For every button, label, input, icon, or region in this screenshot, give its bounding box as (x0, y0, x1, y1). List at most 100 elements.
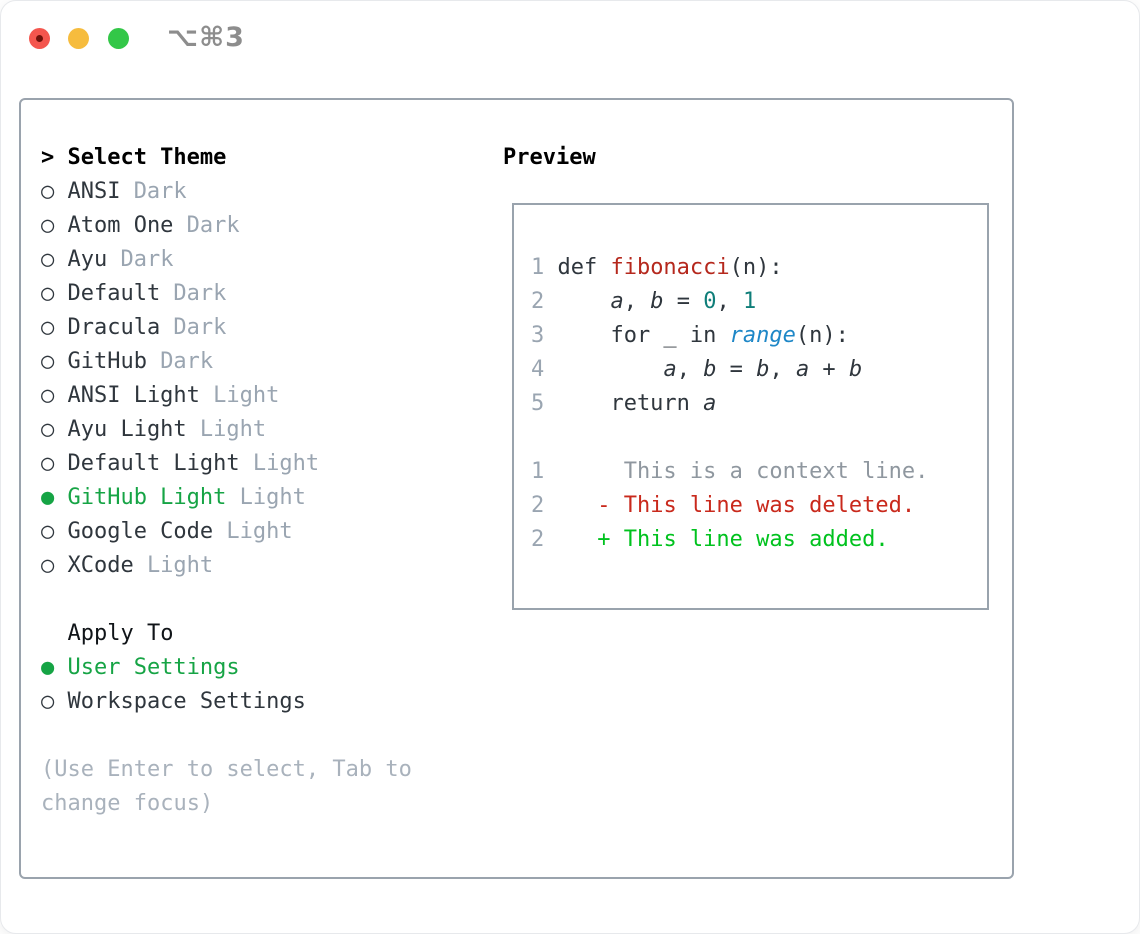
prompt-icon: > (41, 145, 55, 170)
minimize-button[interactable] (68, 28, 89, 49)
theme-option-label: ANSI Light (67, 383, 200, 408)
theme-variant-badge: Light (199, 417, 267, 442)
close-button-dot-icon (36, 35, 43, 42)
code-token-num: 1 (742, 289, 757, 314)
preview-title: Preview (503, 145, 596, 170)
line-number: 5 (531, 391, 545, 416)
radio-unselected-icon: ○ (41, 179, 55, 204)
theme-variant-badge: Light (146, 553, 214, 578)
theme-variant-badge: Light (226, 519, 293, 544)
theme-variant-badge: Light (239, 485, 306, 510)
line-number: 4 (531, 357, 545, 382)
radio-unselected-icon: ○ (41, 519, 55, 544)
close-button[interactable] (29, 28, 50, 49)
radio-selected-icon: ● (41, 485, 55, 510)
theme-variant-badge: Light (252, 451, 320, 476)
theme-option-label: Default (67, 281, 161, 306)
code-token-var: a (610, 289, 624, 314)
code-token-var: b (848, 357, 863, 382)
code-token-var: b (756, 357, 770, 382)
apply-to-title: Apply To (67, 621, 174, 646)
radio-unselected-icon: ○ (41, 383, 55, 408)
preview-line: 2 - This line was deleted. (531, 489, 987, 523)
theme-variant-badge: Dark (173, 315, 227, 340)
theme-variant-badge: Dark (160, 349, 214, 374)
hint-line-2: change focus) (41, 791, 214, 816)
apply-option-label: User Settings (67, 655, 240, 680)
theme-option-google-code[interactable]: ○ Google Code Light (41, 515, 412, 549)
code-token-context: This is a context line. (557, 459, 929, 484)
code-token-deleted: - This line was deleted. (597, 493, 916, 518)
apply-option-workspace-settings[interactable]: ○ Workspace Settings (41, 685, 412, 719)
apply-to-header: Apply To (41, 617, 412, 651)
select-theme-title: Select Theme (67, 145, 227, 170)
code-token-code: , (623, 289, 651, 314)
theme-option-label: Atom One (67, 213, 174, 238)
code-token-code: def (557, 255, 611, 280)
theme-option-label: GitHub Light (67, 485, 227, 510)
radio-selected-icon: ● (41, 655, 55, 680)
radio-unselected-icon: ○ (41, 315, 55, 340)
theme-option-dracula[interactable]: ○ Dracula Dark (41, 311, 412, 345)
code-token-code: return (557, 391, 704, 416)
preview-line: 1 def fibonacci(n): (531, 251, 987, 285)
preview-line: 4 a, b = b, a + b (531, 353, 987, 387)
code-token-code: = (716, 357, 757, 382)
theme-option-label: ANSI (67, 179, 121, 204)
radio-unselected-icon: ○ (41, 451, 55, 476)
code-token-code: (n): (729, 255, 783, 280)
theme-option-label: Ayu (67, 247, 108, 272)
code-token-var: a (703, 391, 717, 416)
radio-unselected-icon: ○ (41, 689, 55, 714)
line-number: 2 (531, 493, 545, 518)
apply-to-list: ● User Settings ○ Workspace Settings (41, 651, 412, 719)
hint-line-1: (Use Enter to select, Tab to (41, 757, 412, 782)
code-token-func: fibonacci (610, 255, 730, 280)
apply-option-label: Workspace Settings (67, 689, 306, 714)
radio-unselected-icon: ○ (41, 281, 55, 306)
preview-line: 3 for _ in range(n): (531, 319, 987, 353)
code-token-code: , (676, 357, 704, 382)
line-number: 1 (531, 459, 545, 484)
zoom-button[interactable] (108, 28, 129, 49)
code-token-code: (n): (795, 323, 849, 348)
code-token-builtin: range (729, 323, 796, 348)
theme-option-label: Dracula (67, 315, 161, 340)
code-token-code (557, 493, 597, 518)
theme-variant-badge: Light (213, 383, 280, 408)
theme-option-ansi-light[interactable]: ○ ANSI Light Light (41, 379, 412, 413)
line-number: 2 (531, 289, 545, 314)
radio-unselected-icon: ○ (41, 247, 55, 272)
code-token-var: b (650, 289, 664, 314)
code-token-var: b (703, 357, 717, 382)
code-token-code (557, 289, 610, 314)
code-token-code (557, 527, 597, 552)
preview-line: 1 This is a context line. (531, 455, 987, 489)
apply-option-user-settings[interactable]: ● User Settings (41, 651, 412, 685)
window-shortcut-label: ⌥⌘3 (167, 22, 245, 53)
line-number: 2 (531, 527, 545, 552)
radio-unselected-icon: ○ (41, 553, 55, 578)
radio-unselected-icon: ○ (41, 213, 55, 238)
code-token-code: , (769, 357, 796, 382)
code-token-added: + This line was added. (597, 527, 889, 552)
code-token-code: for _ in (557, 323, 730, 348)
preview-line (531, 421, 987, 455)
theme-option-label: Google Code (67, 519, 214, 544)
code-token-var: a (795, 357, 810, 382)
line-number: 3 (531, 323, 545, 348)
theme-option-github-light[interactable]: ● GitHub Light Light (41, 481, 412, 515)
theme-variant-badge: Dark (120, 247, 174, 272)
theme-option-ayu[interactable]: ○ Ayu Dark (41, 243, 412, 277)
line-number: 1 (531, 255, 545, 280)
